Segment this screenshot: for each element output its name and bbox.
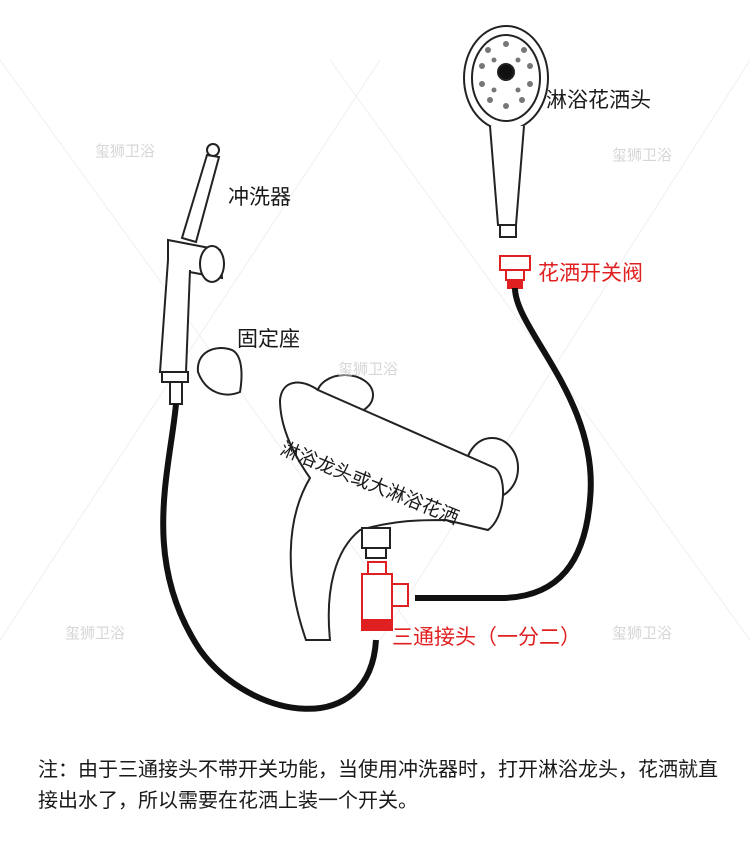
watermark: 玺狮卫浴 bbox=[612, 624, 673, 642]
shower-hose bbox=[415, 287, 594, 601]
tee-connector bbox=[361, 561, 409, 631]
tee-connector-label: 三通接头（一分二） bbox=[392, 625, 581, 649]
shower-valve-label: 花洒开关阀 bbox=[538, 261, 643, 285]
fixed-holder-label: 固定座 bbox=[237, 327, 300, 351]
shower-head-label: 淋浴花洒头 bbox=[546, 88, 651, 112]
watermark: 玺狮卫浴 bbox=[338, 360, 399, 378]
shower-valve bbox=[499, 255, 531, 289]
sprayer-hose bbox=[160, 403, 379, 712]
watermark: 玺狮卫浴 bbox=[612, 146, 673, 164]
fixed-holder bbox=[196, 347, 243, 396]
footnote: 注：由于三通接头不带开关功能，当使用冲洗器时，打开淋浴龙头，花洒就直接出水了，所… bbox=[38, 757, 718, 812]
faucet-body bbox=[278, 374, 519, 641]
bidet-sprayer bbox=[158, 143, 225, 405]
shower-head bbox=[463, 25, 549, 238]
watermark: 玺狮卫浴 bbox=[65, 624, 126, 642]
bidet-sprayer-label: 冲洗器 bbox=[228, 185, 291, 209]
watermark: 玺狮卫浴 bbox=[95, 142, 156, 160]
